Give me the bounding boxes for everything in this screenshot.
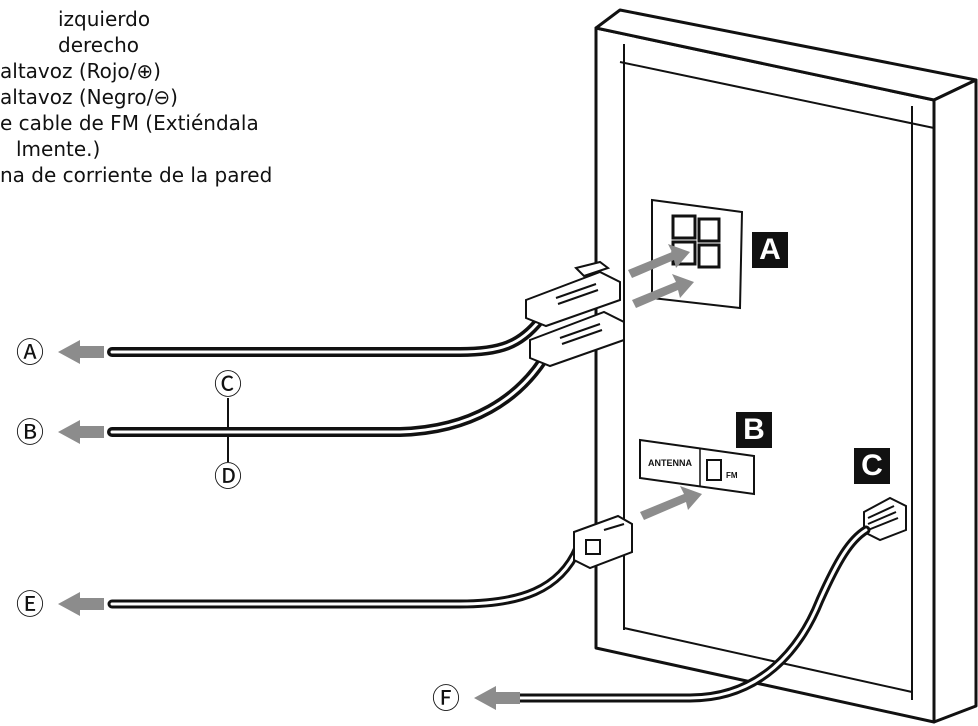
section-box-a: A: [752, 232, 788, 268]
antenna-label: ANTENNA: [648, 458, 692, 468]
cabinet-back-panel: [594, 26, 936, 724]
legend-item-black-wire: altavoz (Negro/⊖): [0, 85, 178, 109]
arrow-e: [58, 592, 104, 616]
antenna-plate: [639, 438, 755, 496]
arrow-b: [58, 420, 104, 444]
insertion-arrows: [628, 244, 702, 520]
terminal-socket-l-red: [671, 214, 697, 240]
marker-c: Ⓒ: [214, 368, 242, 401]
legend-item-right-speaker: derecho: [58, 33, 139, 57]
legend-item-red-wire: altavoz (Rojo/⊕): [0, 59, 161, 83]
arrow-plug-right: [632, 274, 694, 308]
power-cord-plug: [863, 496, 907, 542]
speaker-cabinet: [594, 8, 978, 724]
cabinet-inner-top-edge: [619, 61, 935, 129]
fm-lead-inner: [110, 546, 580, 606]
speaker-cable-left: [107, 315, 545, 357]
speaker-cable-right: [107, 347, 553, 437]
arrow-plug-left: [628, 244, 690, 278]
arrow-a: [58, 340, 104, 364]
marker-a: Ⓐ: [16, 336, 44, 369]
cable-a-outer: [107, 315, 545, 357]
fm-connector: [573, 514, 633, 570]
circled-markers: Ⓐ Ⓑ Ⓒ Ⓓ Ⓔ Ⓕ: [16, 336, 460, 715]
power-cord: [495, 525, 871, 703]
marker-b: Ⓑ: [16, 416, 44, 449]
cable-b-inner: [110, 350, 550, 434]
legend-list: izquierdo derecho altavoz (Rojo/⊕) altav…: [0, 6, 420, 188]
fm-lead-wire: [107, 543, 583, 609]
arrow-fm: [640, 486, 702, 520]
terminal-socket-r-black: [697, 243, 721, 269]
legend-item-wall-outlet: na de corriente de la pared: [0, 163, 273, 187]
power-cord-inner: [498, 528, 868, 700]
speaker-plug-left: [525, 260, 621, 328]
legend-item-left-speaker: izquierdo: [58, 7, 151, 31]
direction-arrows: [58, 340, 520, 710]
cabinet-inner-bottom-edge: [623, 627, 913, 693]
cable-b-outer: [107, 347, 553, 437]
marker-f: Ⓕ: [432, 682, 460, 715]
marker-e: Ⓔ: [16, 588, 44, 621]
antenna-plate-outline: [639, 438, 755, 496]
cabinet-side: [932, 78, 978, 724]
arrow-f: [474, 686, 520, 710]
legend-item-fm-lead-cont: lmente.): [16, 137, 101, 161]
section-box-c: C: [854, 448, 890, 484]
cable-a-inner: [110, 318, 542, 354]
speaker-plug-right: [529, 310, 625, 368]
legend-item-fm-lead: e cable de FM (Extiéndala: [0, 111, 259, 135]
fm-lead-outer: [107, 543, 583, 609]
fm-label: FM: [726, 471, 738, 480]
terminal-socket-l-black: [697, 217, 721, 243]
section-box-b: B: [736, 412, 772, 448]
antenna-fm-socket: [706, 459, 722, 481]
marker-d: Ⓓ: [214, 460, 242, 493]
